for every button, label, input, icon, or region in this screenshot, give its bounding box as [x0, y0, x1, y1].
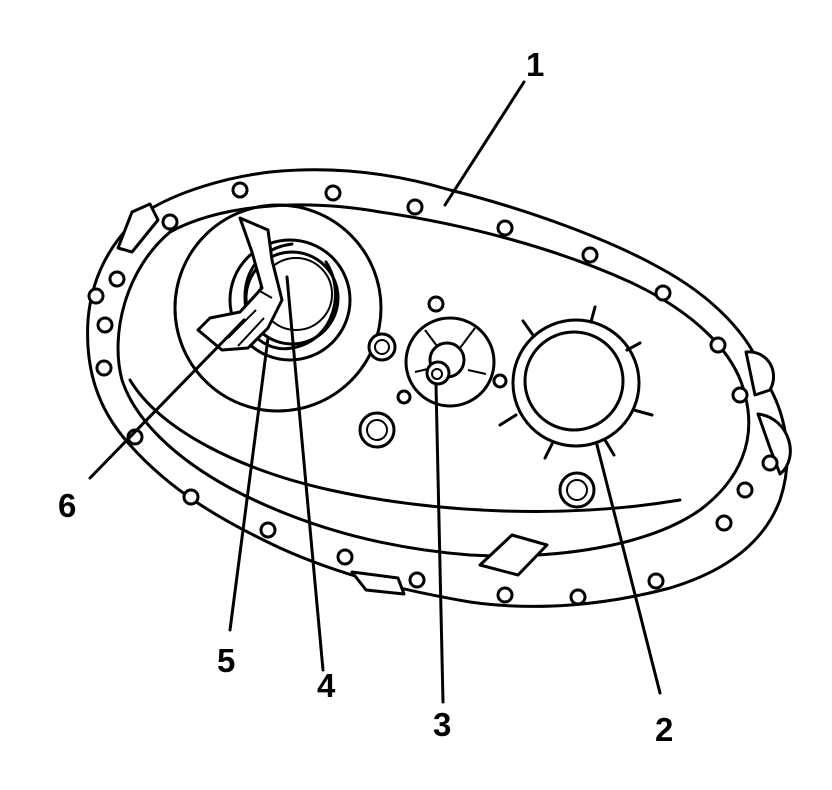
- leader-6: [88, 318, 246, 480]
- bolt-hole: [654, 284, 672, 302]
- plug-lower: [358, 411, 396, 449]
- callout-3: 3: [433, 706, 451, 743]
- bolt-hole: [569, 588, 587, 606]
- bolt-hole: [408, 571, 426, 589]
- small-hole: [396, 389, 412, 405]
- bolt-hole: [406, 198, 424, 216]
- plug-upper: [367, 332, 397, 362]
- bolt-hole: [324, 184, 342, 202]
- bearing-tabs: [498, 305, 654, 460]
- bolt-hole: [581, 246, 599, 264]
- center-shaft: [425, 360, 451, 386]
- flange-bolt-holes: [87, 181, 779, 606]
- left-boss-outer: [173, 203, 383, 413]
- small-hole: [492, 373, 508, 389]
- bolt-hole: [161, 213, 179, 231]
- bolt-hole: [108, 270, 126, 288]
- bolt-hole: [761, 454, 779, 472]
- leader-3: [434, 383, 445, 704]
- callout-1: 1: [526, 46, 544, 83]
- plug-right: [558, 471, 596, 509]
- bolt-hole: [96, 316, 114, 334]
- left-boss-ring: [228, 238, 352, 362]
- center-shaft-tip: [431, 368, 443, 380]
- bolt-hole: [736, 481, 754, 499]
- cavity-floor-curve: [128, 378, 682, 513]
- bolt-hole: [715, 514, 733, 532]
- housing-right-tab-lower: [756, 412, 792, 476]
- housing-inner-flange: [116, 203, 751, 558]
- bolt-hole: [87, 287, 105, 305]
- callout-6: 6: [58, 487, 76, 524]
- housing-top-tab: [116, 202, 160, 254]
- callout-5: 5: [217, 642, 235, 679]
- right-bearing-outer: [511, 318, 641, 448]
- bolt-hole: [731, 386, 749, 404]
- bolt-hole: [496, 219, 514, 237]
- leader-4: [285, 275, 325, 672]
- leader-lines: [88, 80, 662, 704]
- bolt-hole: [496, 586, 514, 604]
- shift-fork: [196, 216, 284, 352]
- leader-1: [443, 80, 526, 207]
- center-boss-ribs: [414, 327, 487, 375]
- bolt-hole: [647, 572, 665, 590]
- small-hole: [427, 295, 445, 313]
- bolt-hole: [182, 488, 200, 506]
- bolt-hole: [95, 359, 113, 377]
- bottom-rib: [478, 533, 549, 577]
- callout-4: 4: [317, 667, 336, 704]
- callout-2: 2: [655, 711, 673, 748]
- leader-2: [595, 443, 662, 695]
- bolt-hole: [709, 336, 727, 354]
- bolt-hole: [336, 548, 354, 566]
- bolt-hole: [259, 521, 277, 539]
- leader-5: [228, 336, 270, 632]
- bolt-hole: [231, 181, 249, 199]
- housing-right-tab-upper: [744, 350, 776, 397]
- right-bearing-inner: [523, 330, 625, 432]
- housing-bottom-tab: [350, 570, 406, 596]
